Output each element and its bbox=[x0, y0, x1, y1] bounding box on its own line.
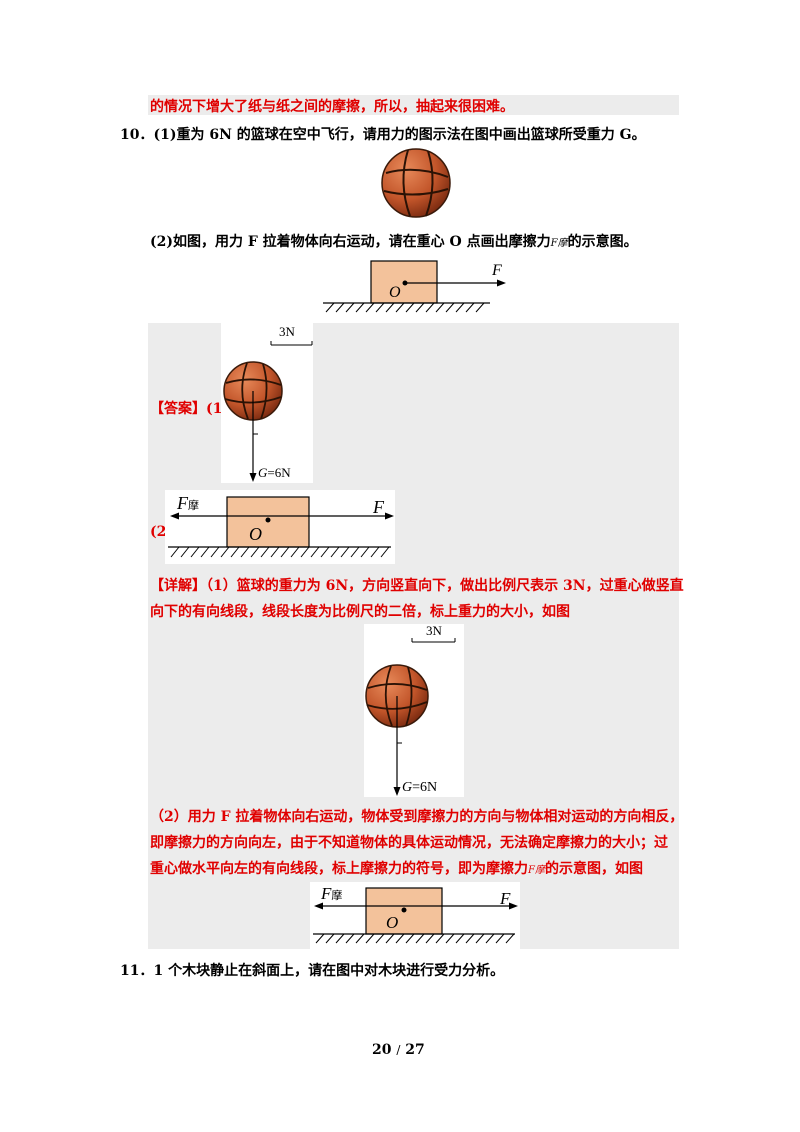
detail-pull-label: F bbox=[499, 889, 511, 908]
detail-block-figure: F摩 F O bbox=[310, 882, 520, 949]
detail-scale-label: 3N bbox=[426, 624, 443, 638]
g-symbol: G bbox=[258, 465, 268, 480]
q10-part2: (2)如图，用力 F 拉着物体向右运动，请在重心 O 点画出摩擦力F摩的示意图。 bbox=[150, 231, 638, 251]
answer-scale-label: 3N bbox=[279, 324, 296, 339]
friction-symbol: F摩 bbox=[550, 238, 568, 249]
detail-friction-sub: 摩 bbox=[331, 888, 342, 902]
q10-block-figure: F O bbox=[323, 260, 506, 313]
q11-number: 11． bbox=[120, 963, 154, 979]
answer-gravity-text: =6N bbox=[267, 465, 291, 480]
q10-part2-pre: (2)如图，用力 F 拉着物体向右运动，请在重心 O 点画出摩擦力 bbox=[150, 234, 551, 250]
answer-label: 【答案】(1) bbox=[150, 401, 229, 417]
detail-line5-post: 的示意图，如图 bbox=[544, 861, 643, 877]
detail-gravity-label: G=6N bbox=[402, 780, 437, 795]
answer-ball-figure: 3N G=6N bbox=[221, 323, 313, 483]
detail-line3: （2）用力 F 拉着物体向右运动，物体受到摩擦力的方向与物体相对运动的方向相反， bbox=[150, 809, 684, 825]
answer-friction-label: F摩 bbox=[176, 493, 199, 513]
detail-friction-symbol: F摩 bbox=[528, 865, 545, 876]
prev-answer-tail: 的情况下增大了纸与纸之间的摩擦，所以，抽起来很困难。 bbox=[150, 99, 514, 115]
page-total: 27 bbox=[405, 1042, 425, 1058]
detail-line5: 重心做水平向左的有向线段，标上摩擦力的符号，即为摩擦力F摩的示意图，如图 bbox=[150, 858, 643, 878]
detail-line1: 【详解】（1）篮球的重力为 6N，方向竖直向下，做出比例尺表示 3N，过重心做竖… bbox=[150, 578, 684, 594]
answer-pull-label: F bbox=[372, 497, 385, 517]
detail-ball-figure: 3N G=6N bbox=[364, 624, 464, 797]
q11: 11．1 个木块静止在斜面上，请在图中对木块进行受力分析。 bbox=[120, 960, 504, 980]
q10-part1-text: (1)重为 6N 的篮球在空中飞行，请用力的图示法在图中画出篮球所受重力 G。 bbox=[153, 127, 646, 143]
page-separator: / bbox=[396, 1043, 401, 1057]
q10-part1: 10．(1)重为 6N 的篮球在空中飞行，请用力的图示法在图中画出篮球所受重力 … bbox=[120, 124, 646, 144]
answer-friction-f: F bbox=[176, 493, 189, 513]
answer-o-label: O bbox=[249, 524, 262, 544]
detail-friction-f: F bbox=[320, 884, 332, 903]
detail-g-symbol: G bbox=[402, 780, 412, 795]
q10-number: 10． bbox=[120, 127, 154, 143]
detail-gravity-text: =6N bbox=[412, 780, 437, 795]
detail-line4: 即摩擦力的方向向左，由于不知道物体的具体运动情况，无法确定摩擦力的大小；过 bbox=[150, 835, 668, 851]
detail-friction-label: F摩 bbox=[320, 884, 342, 903]
prev-answer-band bbox=[148, 95, 679, 115]
answer-block-figure: F摩 F O bbox=[165, 490, 395, 564]
answer-friction-sub: 摩 bbox=[188, 498, 199, 512]
page-number: 20 bbox=[372, 1042, 392, 1058]
fig-f-label: F bbox=[491, 262, 502, 279]
detail-o-label: O bbox=[386, 913, 398, 932]
page-footer: 20 / 27 bbox=[372, 1042, 425, 1058]
detail-line5-pre: 重心做水平向左的有向线段，标上摩擦力的符号，即为摩擦力 bbox=[150, 861, 528, 877]
q10-ball-figure bbox=[381, 148, 451, 218]
detail-line2: 向下的有向线段，线段长度为比例尺的二倍，标上重力的大小，如图 bbox=[150, 604, 570, 620]
q10-part2-post: 的示意图。 bbox=[567, 234, 638, 250]
answer-gravity-label: G=6N bbox=[258, 465, 291, 480]
q11-text: 1 个木块静止在斜面上，请在图中对木块进行受力分析。 bbox=[153, 963, 505, 979]
fig-o-label: O bbox=[389, 284, 401, 301]
